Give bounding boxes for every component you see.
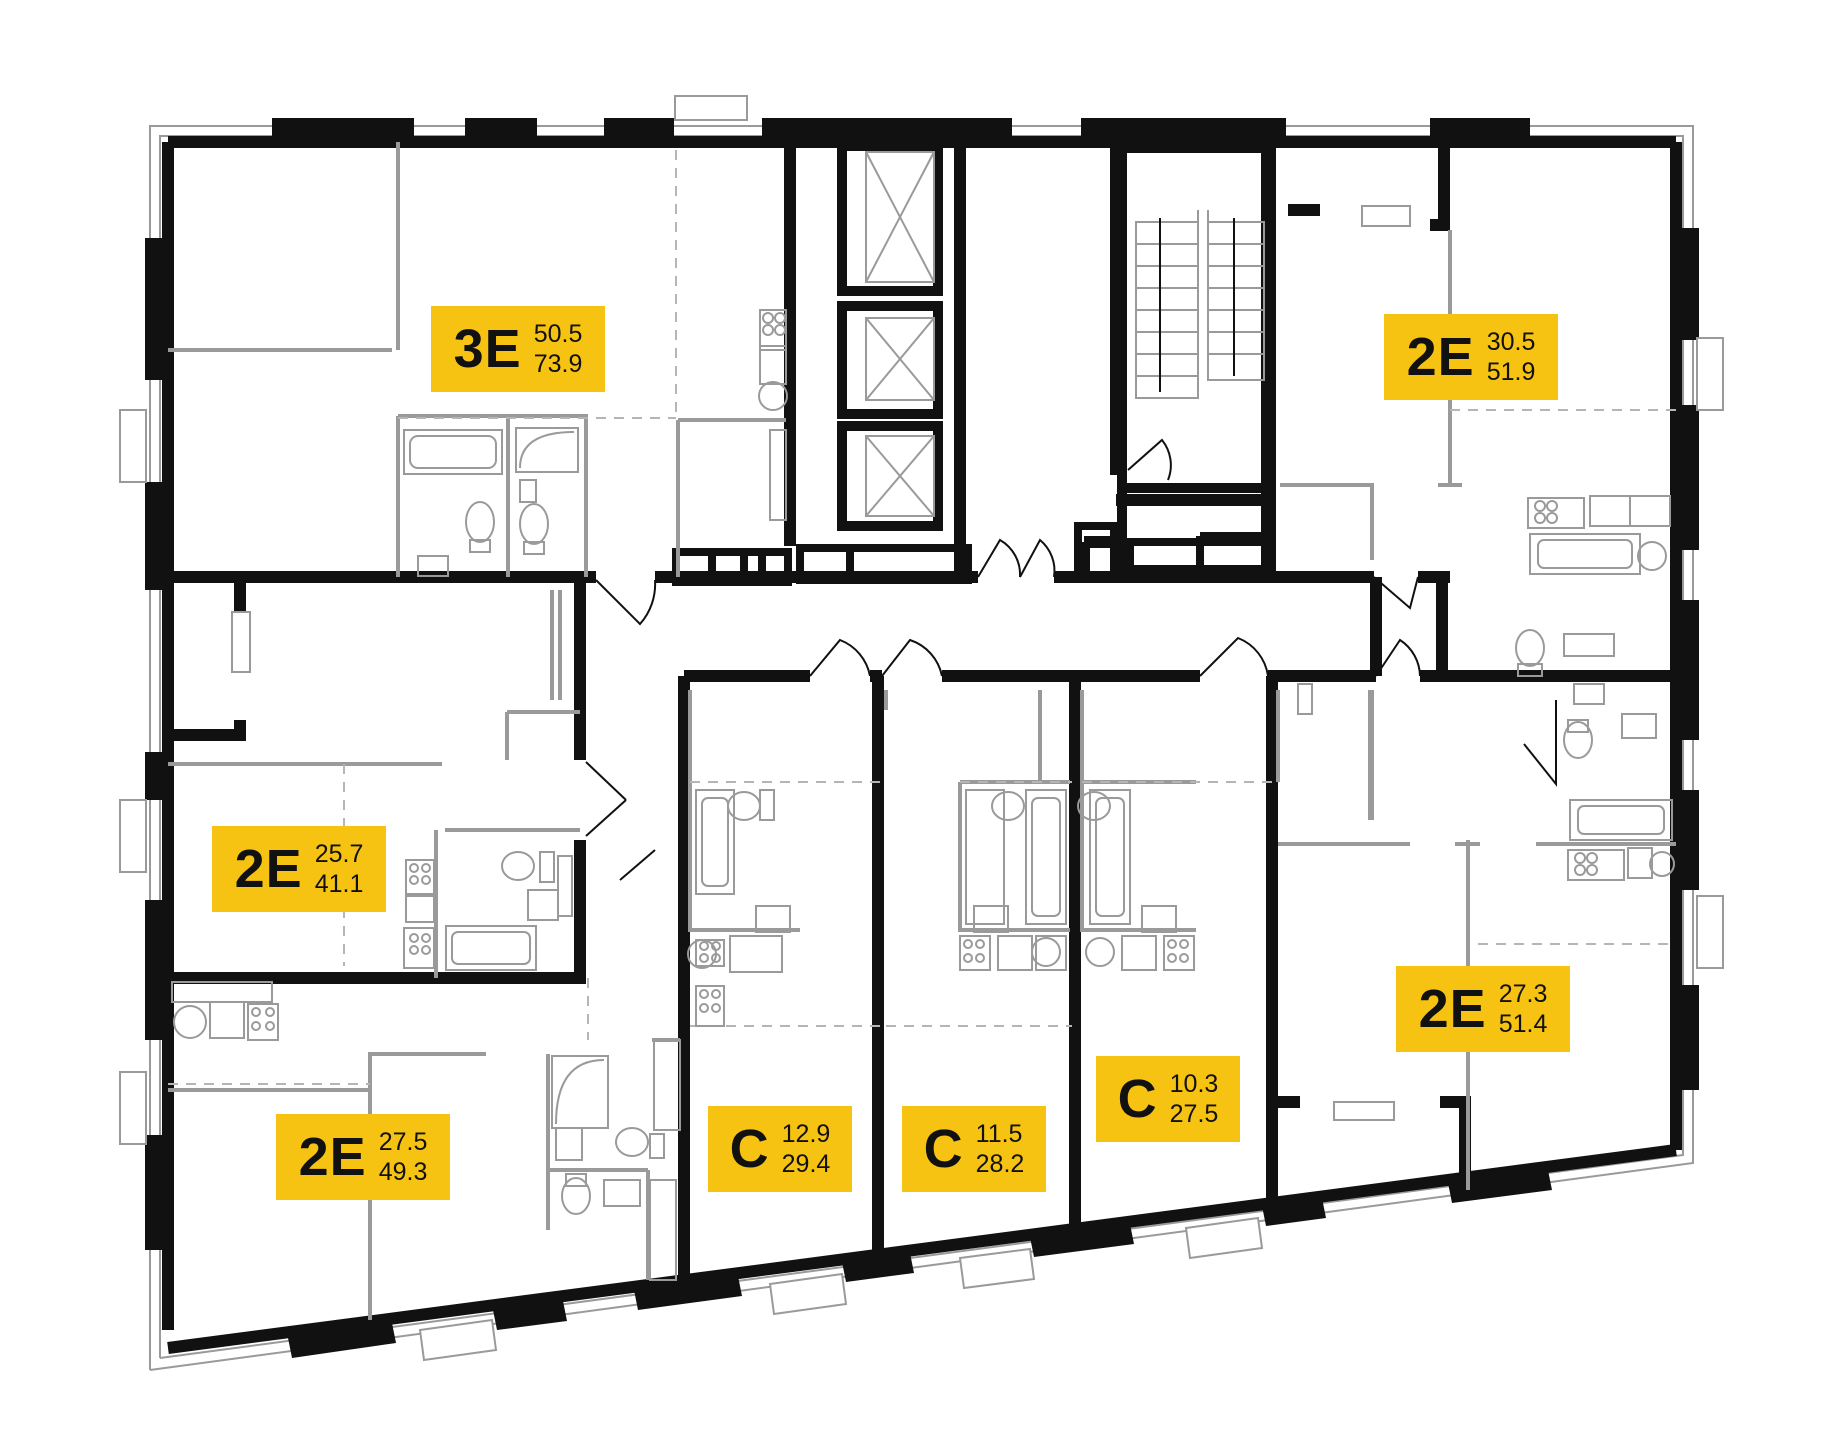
exterior-piers	[145, 118, 1699, 1358]
unit-areas: 11.5 28.2	[976, 1119, 1025, 1179]
living-area: 25.7	[314, 840, 364, 868]
living-area: 11.5	[975, 1120, 1023, 1148]
unit-areas: 50.5 73.9	[534, 319, 583, 379]
total-area: 49.3	[378, 1158, 428, 1186]
unit-type: C	[1117, 1069, 1158, 1129]
unit-type: 2E	[298, 1127, 367, 1187]
unit-label-2e-top-right[interactable]: 2E 30.5 51.9	[1384, 314, 1558, 400]
total-area: 73.9	[533, 350, 583, 378]
unit-type: C	[729, 1119, 770, 1179]
unit-type: 3E	[453, 319, 522, 379]
total-area: 41.1	[314, 870, 364, 898]
living-area: 50.5	[533, 320, 583, 348]
unit-label-c-1[interactable]: C 12.9 29.4	[708, 1106, 852, 1192]
door-swings	[585, 438, 1557, 881]
window-bays	[119, 95, 1724, 1362]
service-rooms	[672, 522, 1272, 586]
unit-label-c-2[interactable]: C 11.5 28.2	[902, 1106, 1046, 1192]
living-area: 27.5	[378, 1128, 428, 1156]
elevator-cabins	[865, 151, 935, 517]
total-area: 27.5	[1169, 1100, 1219, 1128]
elevator-shafts	[837, 141, 943, 531]
living-area: 30.5	[1486, 328, 1536, 356]
unit-type: 2E	[1406, 327, 1475, 387]
interior-walls	[168, 142, 1676, 1275]
unit-type: 2E	[1418, 979, 1487, 1039]
partitions	[168, 142, 1676, 1320]
unit-areas: 25.7 41.1	[315, 839, 364, 899]
unit-label-3e[interactable]: 3E 50.5 73.9	[431, 306, 605, 392]
zone-dashes	[168, 150, 1676, 1085]
unit-areas: 27.3 51.4	[1499, 979, 1548, 1039]
unit-label-2e-bottom-left[interactable]: 2E 27.5 49.3	[276, 1114, 450, 1200]
stairwell	[1117, 143, 1271, 575]
unit-areas: 12.9 29.4	[782, 1119, 831, 1179]
bathroom-fixtures	[171, 205, 1675, 1281]
unit-label-c-3[interactable]: C 10.3 27.5	[1096, 1056, 1240, 1142]
unit-type: C	[923, 1119, 964, 1179]
unit-areas: 30.5 51.9	[1487, 327, 1536, 387]
total-area: 51.4	[1498, 1010, 1548, 1038]
unit-areas: 10.3 27.5	[1170, 1069, 1219, 1129]
total-area: 51.9	[1486, 358, 1536, 386]
total-area: 28.2	[975, 1150, 1025, 1178]
unit-areas: 27.5 49.3	[379, 1127, 428, 1187]
unit-label-2e-mid-left[interactable]: 2E 25.7 41.1	[212, 826, 386, 912]
unit-label-2e-bottom-right[interactable]: 2E 27.3 51.4	[1396, 966, 1570, 1052]
living-area: 10.3	[1169, 1070, 1219, 1098]
total-area: 29.4	[781, 1150, 831, 1178]
living-area: 12.9	[781, 1120, 831, 1148]
unit-type: 2E	[234, 839, 303, 899]
living-area: 27.3	[1498, 980, 1548, 1008]
